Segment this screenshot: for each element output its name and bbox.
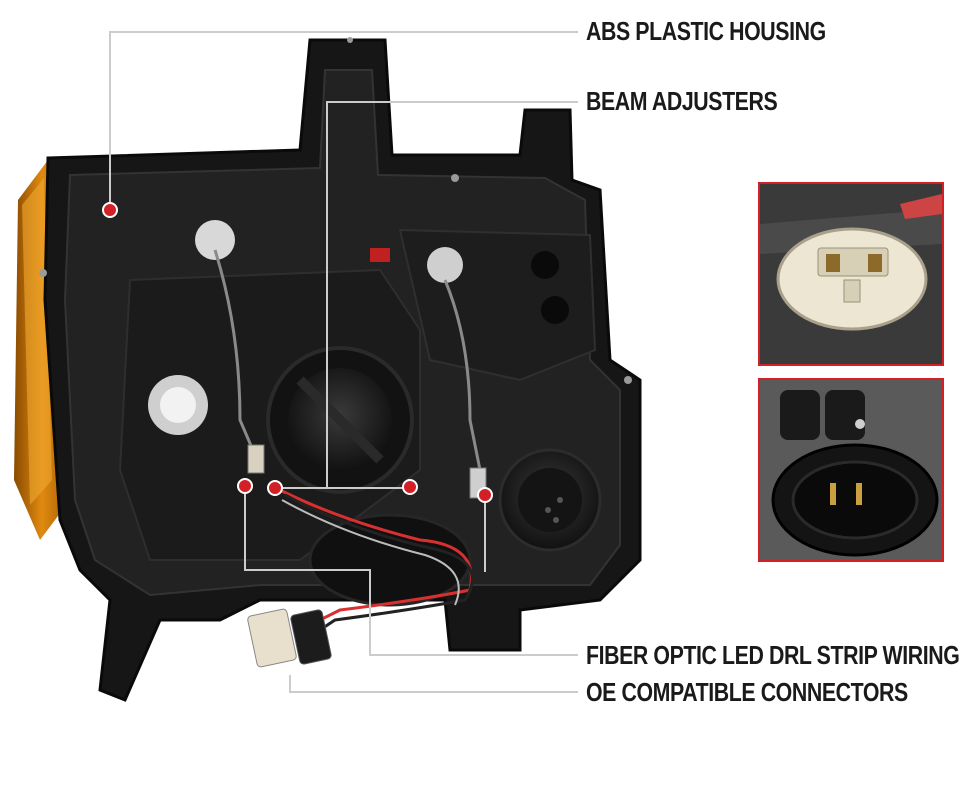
callout-drl-wirings: FIBER OPTIC LED DRL STRIP WIRINGS (586, 640, 960, 670)
marker-wiring-b (267, 480, 283, 496)
callout-oe-connectors: OE COMPATIBLE CONNECTORS (586, 677, 908, 707)
marker-housing (102, 202, 118, 218)
inset-connector-top (758, 182, 944, 366)
connector-female-photo (760, 380, 942, 560)
marker-adjuster (402, 479, 418, 495)
marker-wiring-c (477, 487, 493, 503)
connector-male-photo (760, 184, 942, 364)
marker-wiring-a (237, 478, 253, 494)
callout-abs-housing: ABS PLASTIC HOUSING (586, 16, 826, 46)
inset-connector-bottom (758, 378, 944, 562)
callout-beam-adjusters: BEAM ADJUSTERS (586, 86, 778, 116)
